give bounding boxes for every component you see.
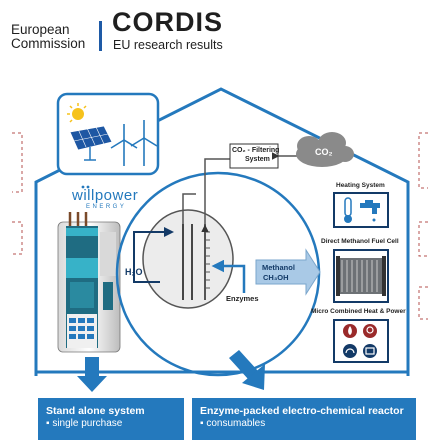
right-dashed-bracket-mid: [418, 221, 428, 257]
methanol-formula: CH₃OH: [263, 273, 289, 282]
willpower-logo: willpower: [72, 187, 139, 204]
co2-cloud-label: CO₂: [315, 147, 333, 157]
dmfc-label: Direct Methanol Fuel Cell: [321, 238, 399, 245]
header-divider: [99, 21, 102, 51]
methanol-label: Methanol: [262, 263, 295, 272]
house-outline: [34, 87, 410, 376]
mchp-label: Micro Combined Heat & Power: [311, 308, 406, 315]
willpower-logo-dots: [81, 185, 90, 189]
org-line-2: Commission: [11, 36, 86, 51]
wind-turbine-icon: [110, 120, 158, 166]
european-commission-logo[interactable]: European Commission: [11, 23, 85, 51]
reactor-title: Enzyme-packed electro-chemical reactor: [200, 405, 404, 417]
co2-filtering-label-2: System: [245, 156, 270, 163]
fuel-cell-device: [57, 212, 121, 353]
h2o-label: H₂O: [125, 267, 143, 277]
right-dashed-bracket-bottom: [418, 286, 428, 320]
lightbulb-icon: [363, 324, 377, 338]
methanol-arrow: [255, 248, 321, 296]
enzymes-arrow: [211, 259, 246, 293]
arrow-down-icon-left: [77, 357, 107, 392]
reactor-box: [192, 398, 416, 440]
left-dashed-bracket-bottom: [12, 221, 23, 255]
fuel-cell-stack-icon: [336, 256, 386, 296]
reactor-core: [142, 209, 234, 309]
co2-filtering-label-1: CO₂ - Filtering: [232, 147, 280, 154]
renewables-box: [56, 92, 160, 176]
intake-line: [182, 193, 196, 224]
sun-icon: [67, 103, 87, 123]
arrow-down-icon-right: [229, 350, 265, 390]
faucet-icon: [360, 200, 380, 222]
solar-panel-icon: [69, 125, 113, 161]
stand-alone-bullet: ▪ single purchase: [46, 418, 123, 429]
cordis-brand[interactable]: CORDIS: [112, 7, 224, 37]
thermometer-icon: [344, 197, 352, 223]
stand-alone-box: [38, 398, 184, 440]
cordis-subtitle: EU research results: [113, 38, 223, 52]
right-dashed-bracket-top: [418, 132, 428, 189]
heating-system-panel: [333, 192, 389, 228]
gauge-icon: [343, 344, 357, 358]
reactor-bullet: ▪ consumables: [200, 418, 266, 429]
mchp-panel: [333, 319, 389, 363]
co2-filtering-box: [229, 143, 279, 169]
filter-line: [201, 158, 230, 232]
fuel-cell-panel: [333, 249, 389, 303]
heating-system-label: Heating System: [336, 182, 385, 189]
battery-icon: [363, 344, 377, 358]
page-header: European Commission CORDIS EU research r…: [0, 0, 440, 62]
left-dashed-bracket-top: [12, 132, 23, 193]
enzymes-label: Enzymes: [226, 294, 259, 303]
stand-alone-title: Stand alone system: [46, 405, 145, 417]
h2o-loop-arrow: [133, 227, 174, 283]
org-line-1: European: [11, 22, 70, 37]
willpower-logo-sub: ENERGY: [86, 204, 127, 210]
co2-cloud: [296, 132, 354, 167]
